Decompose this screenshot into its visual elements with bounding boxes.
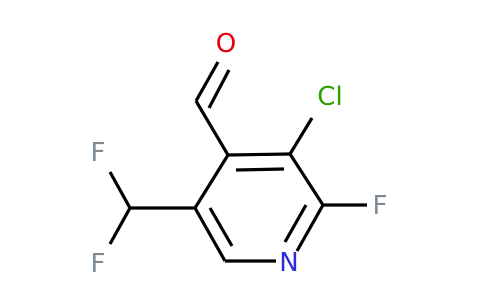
atom-fluorine-top: F bbox=[91, 138, 106, 168]
bonds bbox=[108, 61, 367, 263]
atom-chlorine: Cl bbox=[317, 82, 342, 112]
bond-c4-c3-double bbox=[227, 152, 291, 157]
bond-cho-o-double bbox=[194, 61, 220, 102]
bond-c4-cho bbox=[194, 100, 230, 156]
bond-c2-n-inner bbox=[283, 204, 308, 243]
bond-c4-c3-inner bbox=[235, 167, 285, 172]
bond-c6-c5-double bbox=[193, 207, 227, 262]
bond-cho-o-inner bbox=[207, 69, 231, 109]
bond-c6-c5-inner bbox=[208, 207, 234, 247]
atom-nitrogen: N bbox=[279, 248, 298, 278]
atom-oxygen: O bbox=[216, 29, 236, 59]
atom-fluorine-ring: F bbox=[373, 191, 388, 221]
bond-c3-c2 bbox=[288, 153, 325, 206]
bond-chf2-f-bottom bbox=[108, 207, 132, 245]
atom-fluorine-bottom: F bbox=[91, 249, 106, 279]
atom-labels: O Cl F N F F bbox=[91, 29, 388, 279]
bond-c2-n-double bbox=[295, 204, 325, 252]
bond-chf2-f-top bbox=[108, 171, 132, 209]
bond-c3-cl bbox=[288, 117, 314, 155]
bond-c5-c4 bbox=[193, 154, 230, 209]
